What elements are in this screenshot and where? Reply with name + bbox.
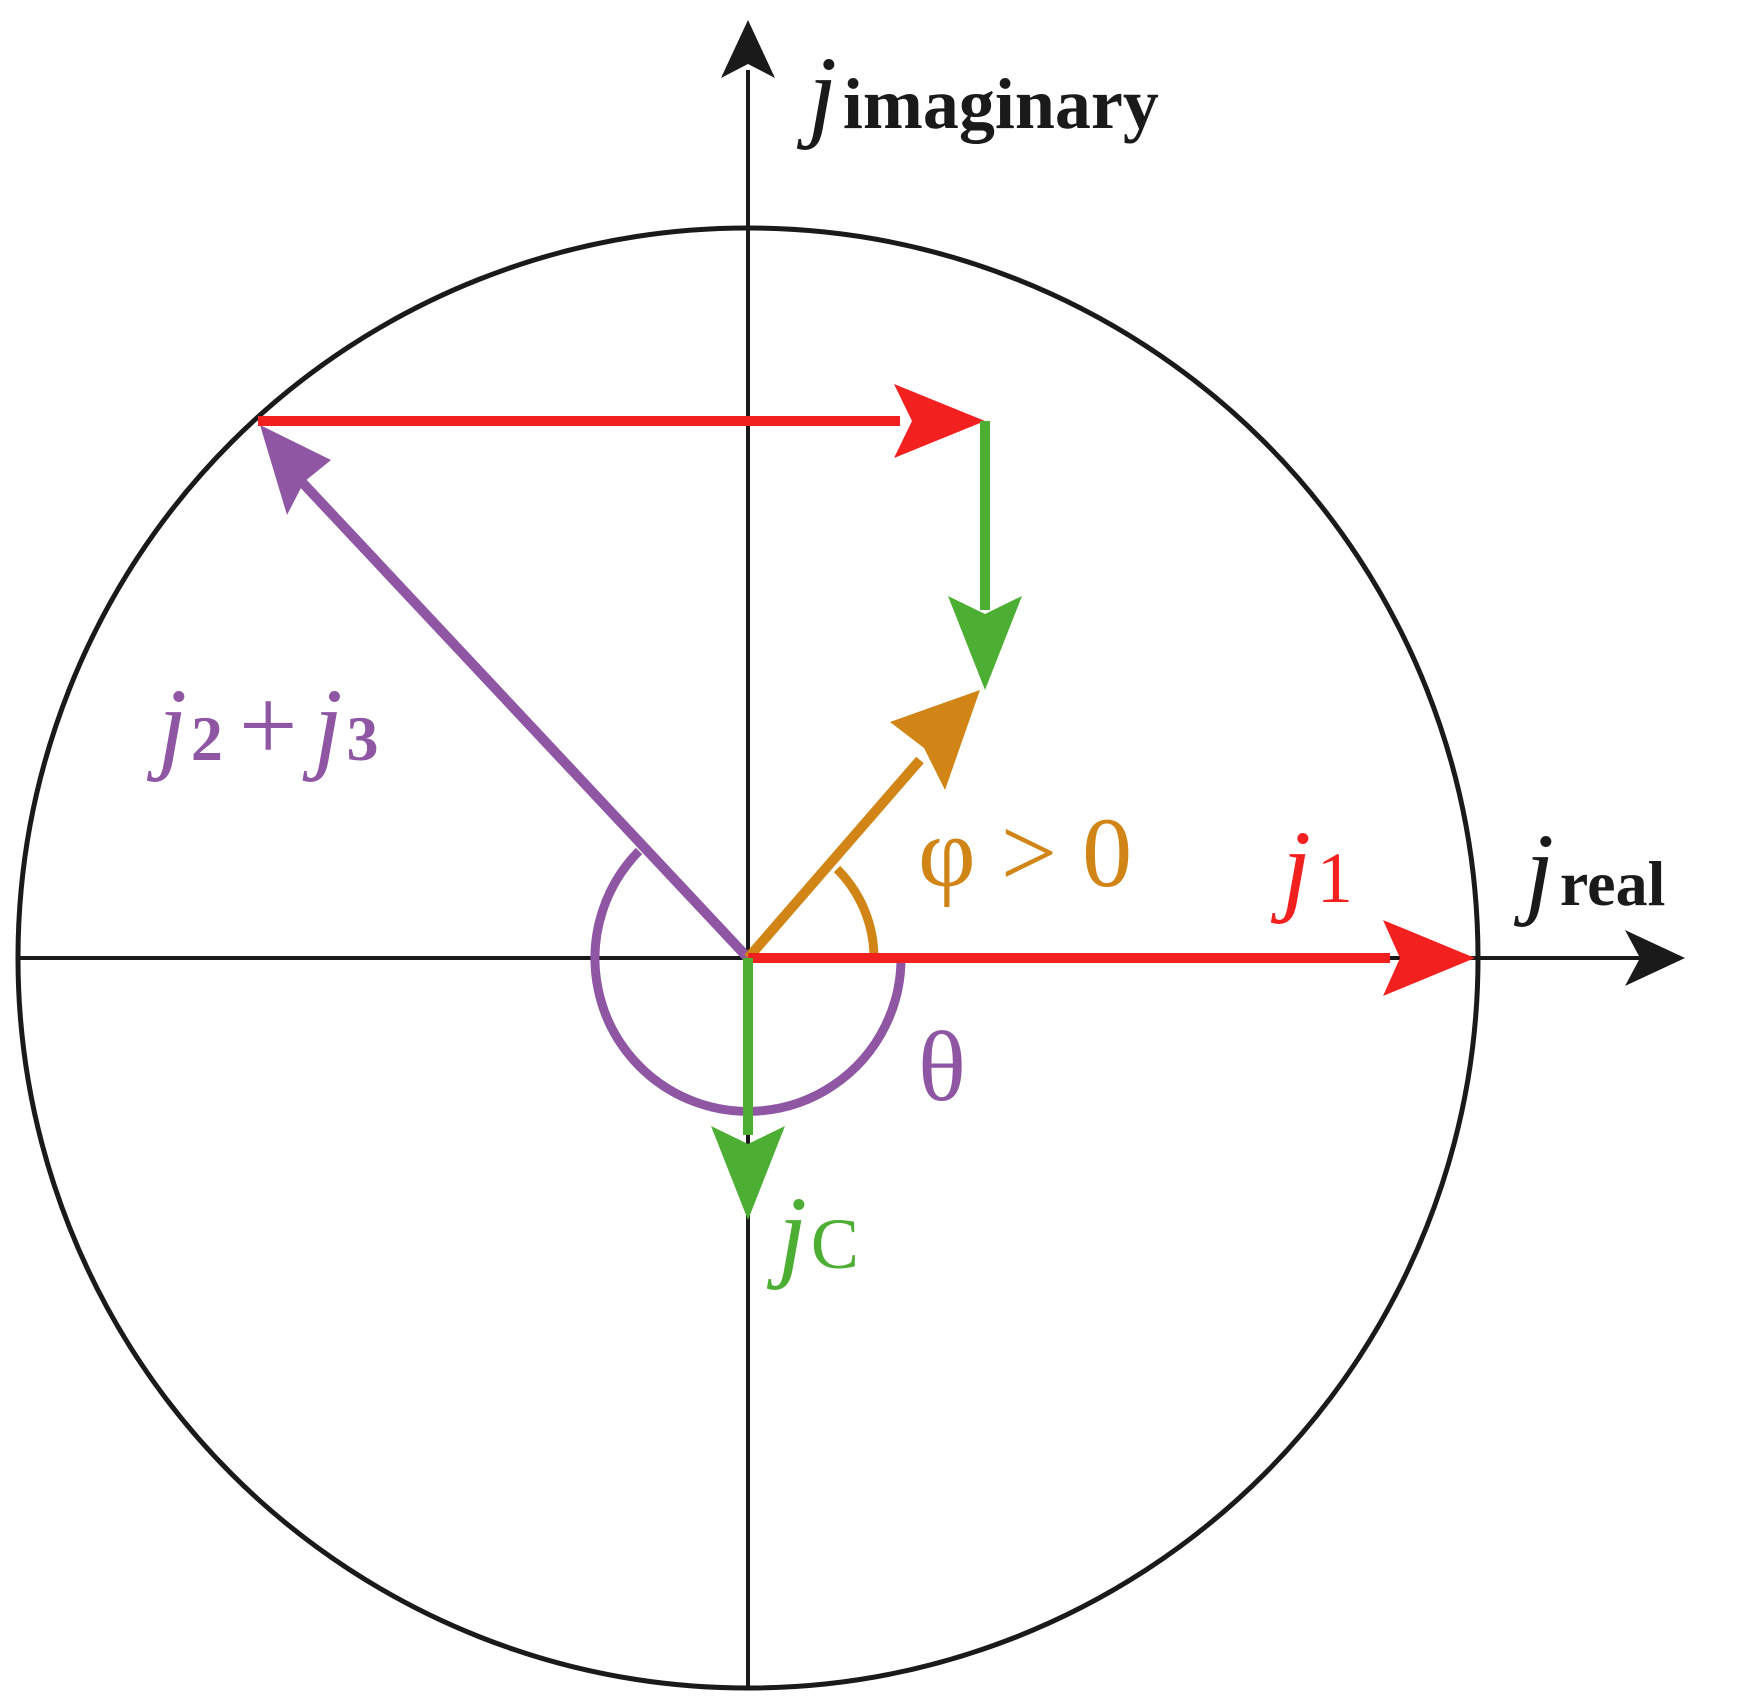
real-axis-arrowhead [1625, 930, 1685, 986]
j2-plus-j3-arrowhead [260, 425, 331, 515]
theta-arc [590, 847, 906, 1116]
phi-label: φ > 0 [918, 797, 1132, 908]
theta-label: θ [918, 1011, 966, 1122]
imaginary-axis-label: jimaginary [796, 36, 1159, 151]
resultant-arrowhead [890, 690, 980, 790]
jc-label: jC [766, 1176, 859, 1291]
j2-plus-j3-label: j2+j3 [146, 668, 378, 783]
j1-label: j1 [1270, 810, 1353, 925]
jc-top-arrowhead [948, 596, 1022, 690]
real-axis-label: jreal [1513, 813, 1665, 928]
imaginary-axis-arrowhead [721, 20, 775, 78]
phi-arc [833, 865, 879, 959]
jc-arrowhead [711, 1126, 785, 1220]
j1-arrowhead [1383, 920, 1475, 996]
j2-plus-j3-vector [296, 476, 752, 962]
resultant-vector [744, 756, 924, 962]
j1-top-arrowhead [894, 384, 985, 458]
